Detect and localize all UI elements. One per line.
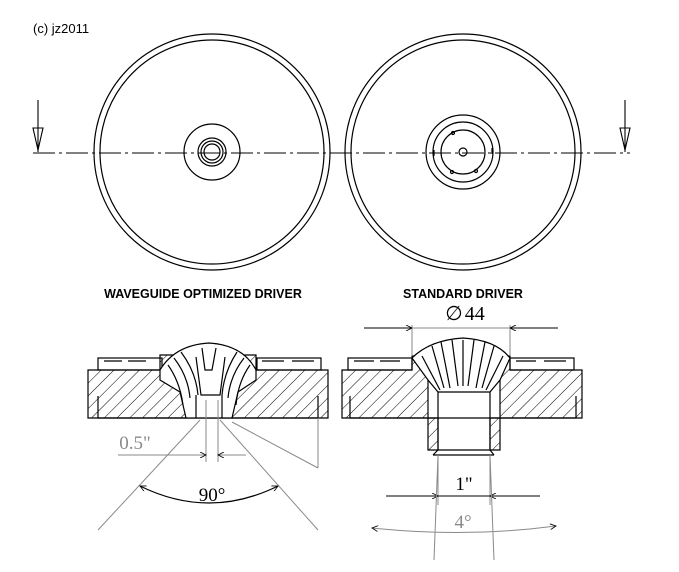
copyright-text: (c) jz2011 [33, 21, 89, 36]
left-angle-arc [140, 485, 278, 504]
throat-dim-left: 0.5" [119, 433, 151, 454]
right-section-view [341, 337, 583, 456]
section-line [32, 100, 631, 154]
throat-dim-right: 1" [455, 474, 472, 495]
left-top-view [93, 33, 331, 271]
angle-dim-right: 4° [454, 512, 471, 533]
left-title: WAVEGUIDE OPTIMIZED DRIVER [104, 287, 302, 301]
right-title: STANDARD DRIVER [403, 287, 523, 301]
right-top-view [344, 33, 582, 271]
left-section-view [87, 342, 329, 419]
right-dimensions [364, 325, 558, 561]
angle-dim-left: 90° [199, 485, 226, 506]
left-dimensions [97, 400, 319, 531]
diameter-dim: ∅44 [445, 303, 484, 325]
